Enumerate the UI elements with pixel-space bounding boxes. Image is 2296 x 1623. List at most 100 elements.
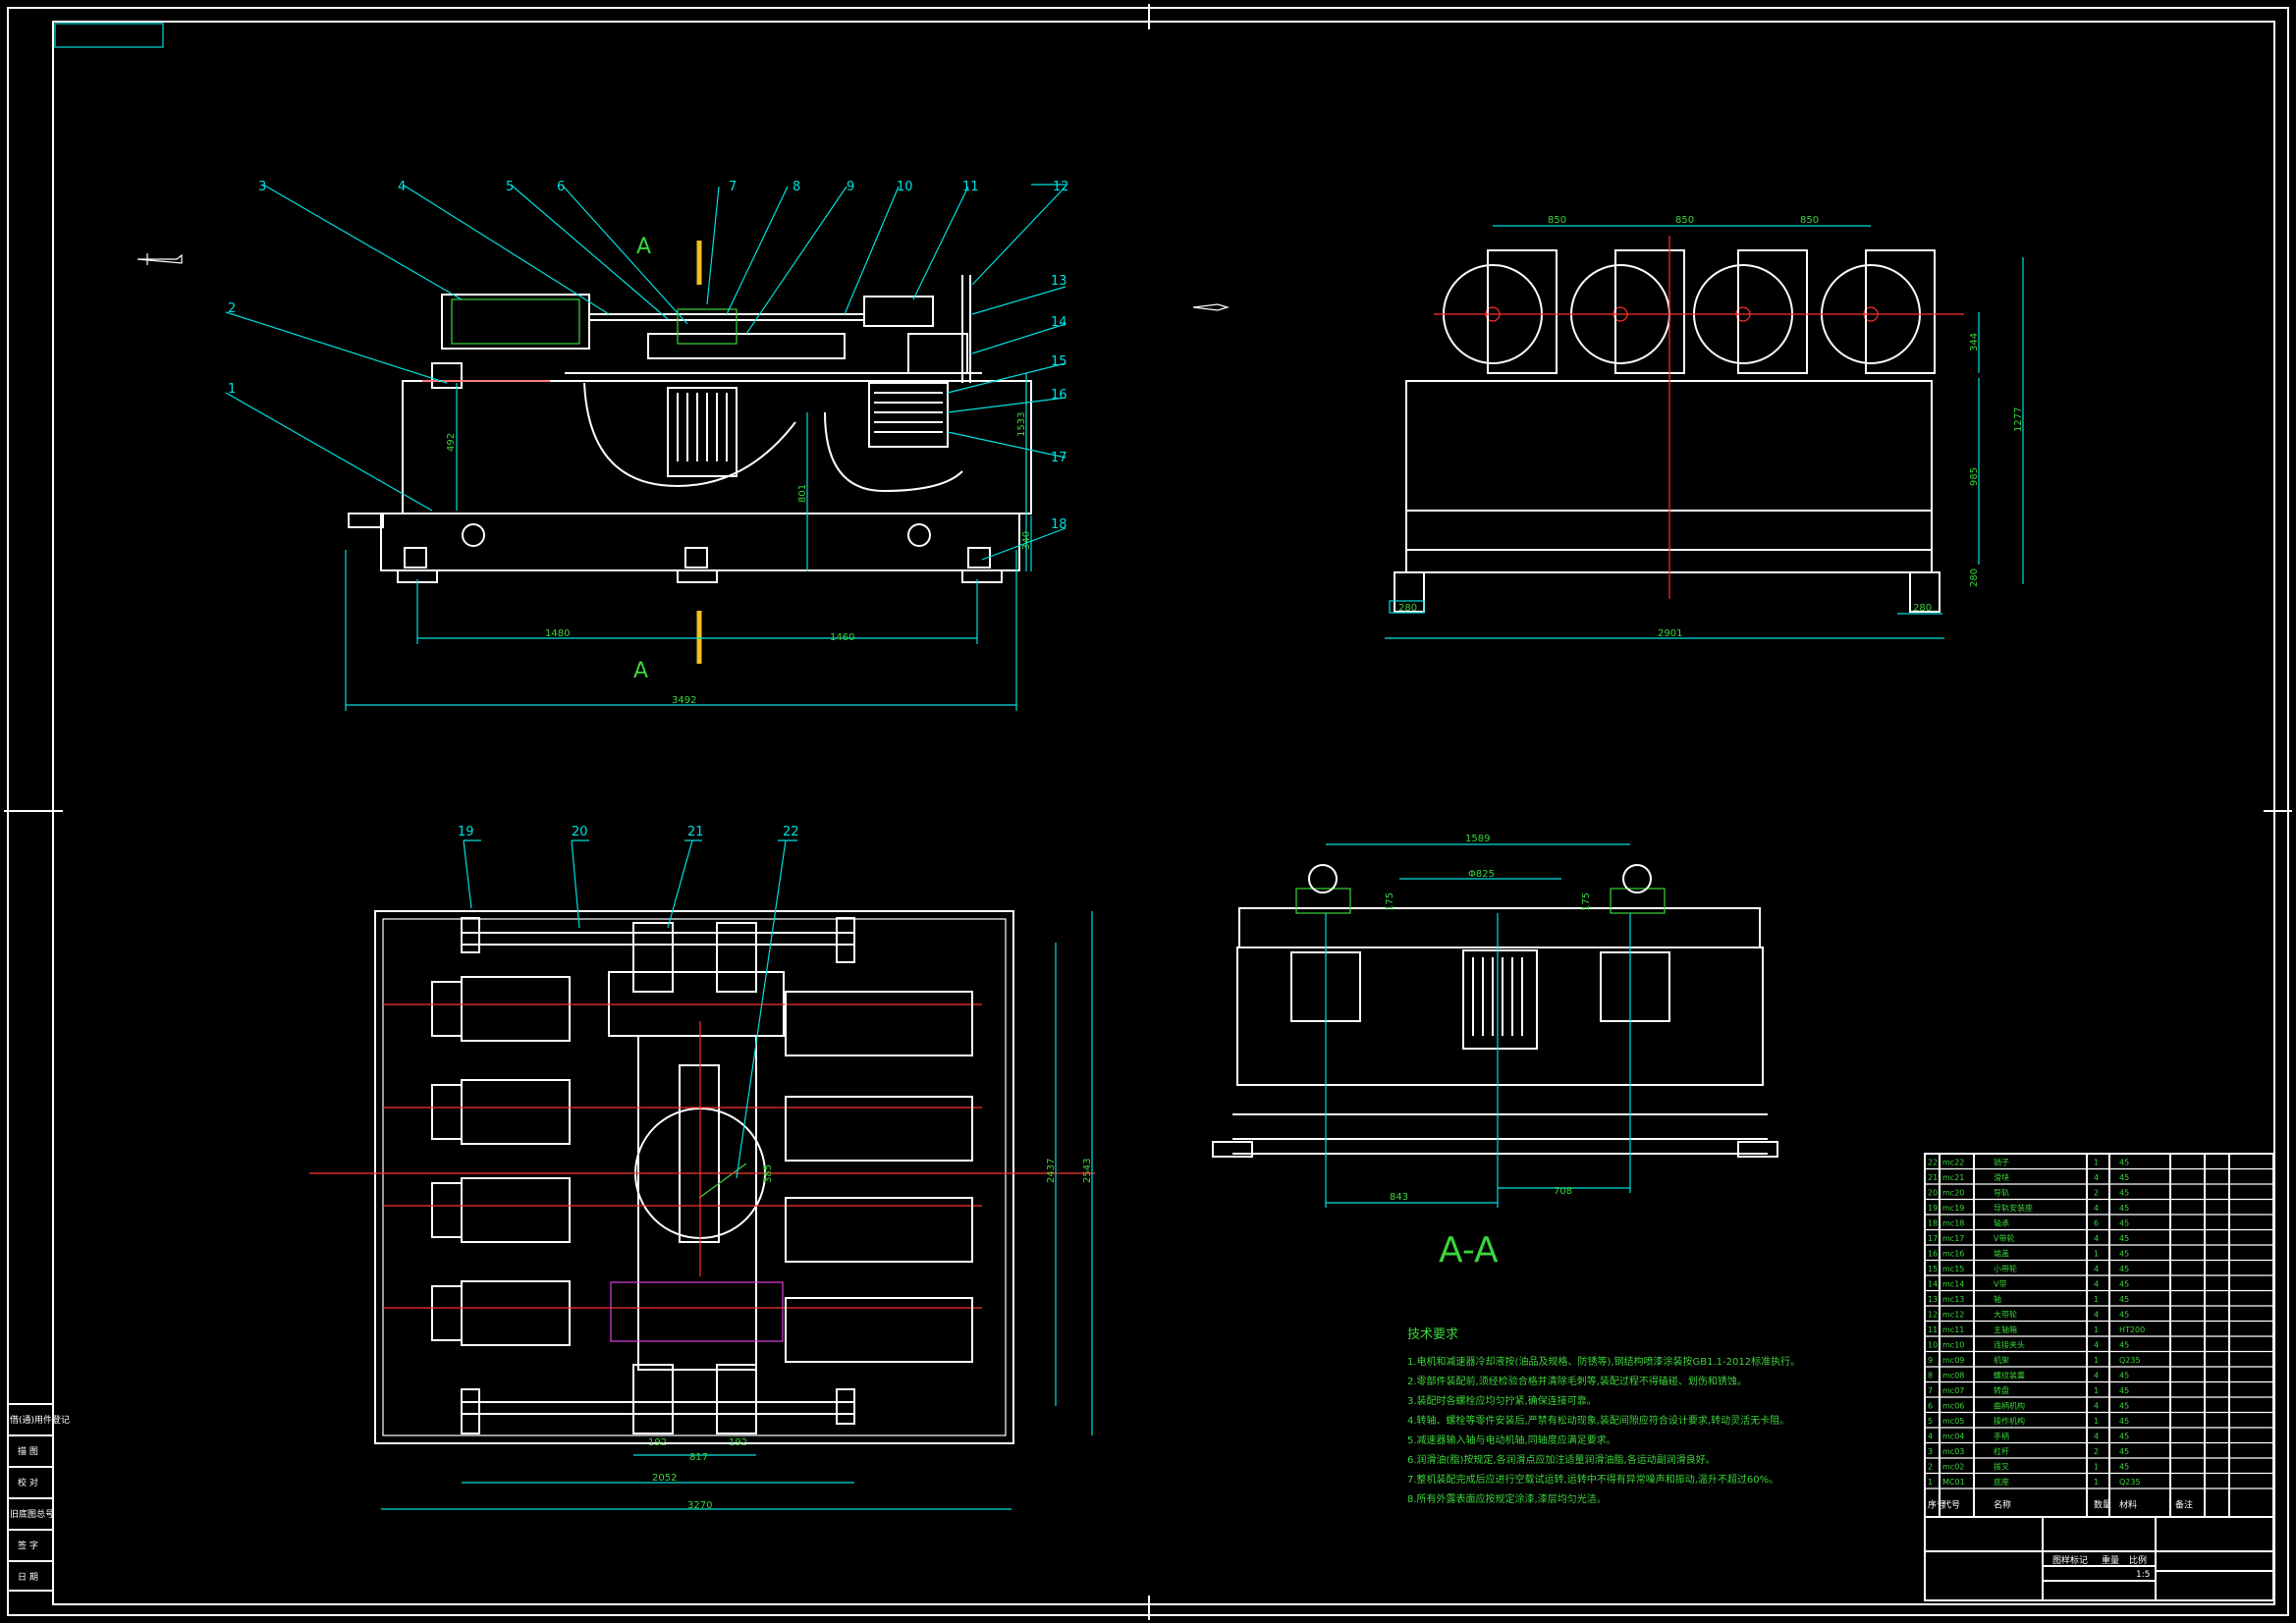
symbol-left [137,253,183,265]
tech-req-item-6: 6.润滑油(脂)按规定,各润滑点应加注适量润滑油脂,各运动副润滑良好。 [1407,1453,1716,1466]
bom-cell: 1 [2094,1386,2099,1395]
bom-header-cell: 序号 [1928,1499,1945,1511]
balloon-15: 15 [1051,354,1067,369]
dim-sec-top: 1589 [1465,834,1490,844]
dim-side-v1: 344 [1969,333,1980,352]
bom-cell: 滑块 [1994,1172,2009,1182]
dim-plan-1: 3270 [687,1500,712,1511]
balloon-19: 19 [458,825,474,839]
plan-texts: 19 20 21 22 3270 2052 817 192 192 2437 2… [458,825,1093,1511]
bom-cell: V带轮 [1994,1233,2014,1243]
dim-side-v4: 280 [1969,568,1980,587]
bom-cell: mc13 [1942,1295,1964,1304]
bom-cell: 45 [2119,1295,2129,1304]
bom-cell: 22 [1928,1159,1938,1167]
bom-cell: 4 [2094,1265,2099,1273]
bom-cell: mc10 [1942,1341,1964,1350]
bom-cell: mc04 [1942,1433,1964,1441]
balloon-21: 21 [687,825,704,839]
bom-cell: mc21 [1942,1173,1964,1182]
dim-sec-v1: 175 [1385,893,1395,911]
tech-req-item-7: 7.整机装配完成后应进行空载试运转,运转中不得有异常噪声和振动,温升不超过60%… [1407,1473,1778,1486]
section-mark-bottom: A [633,659,648,683]
balloon-11: 11 [962,180,979,194]
bom-cell: 10 [1928,1341,1938,1350]
bom-cell: mc14 [1942,1280,1964,1289]
bom-cell: 端盖 [1994,1249,2009,1259]
dim-front-v1: 492 [446,433,457,452]
bom-cell: 轴 [1994,1294,2001,1304]
bom-cell: 操作机构 [1994,1416,2025,1426]
bom-cell: 4 [2094,1372,2099,1380]
bom-cell: 拨叉 [1994,1462,2009,1472]
balloon-5: 5 [506,180,514,194]
balloon-4: 4 [398,180,406,194]
dim-sec-b2: 708 [1554,1186,1572,1197]
balloon-17: 17 [1051,451,1067,465]
tech-req-item-1: 1.电机和减速器冷却液按(油品及规格、防锈等),钢结构喷漆涂装按GB1.1-20… [1407,1355,1800,1368]
bom-cell: 4 [2094,1234,2099,1243]
bom-cell: mc15 [1942,1265,1964,1273]
bom-cell: mc12 [1942,1311,1964,1320]
strip-label-6: 日 期 [18,1572,38,1583]
tech-req-title: 技术要求 [1407,1327,1458,1342]
symbol-mid [1192,303,1230,311]
bom-cell: 45 [2119,1402,2129,1411]
technical-requirements: 技术要求 1.电机和减速器冷却液按(油品及规格、防锈等),钢结构喷漆涂装按GB1… [1407,1327,1800,1505]
bom-cell: 4 [2094,1173,2099,1182]
bom-cell: 销子 [1994,1158,2009,1167]
title-block-scale-label: 比例 [2129,1554,2147,1566]
clamp-unit-3 [383,1177,982,1263]
bom-cell: 导轨安装座 [1994,1203,2033,1213]
bom-cell: 导轨 [1994,1188,2009,1198]
balloon-1: 1 [228,382,236,397]
dim-sec-b1: 843 [1390,1192,1408,1203]
bom-cell: 19 [1928,1204,1938,1213]
dim-plan-3: 817 [689,1452,708,1463]
bom-cell: 17 [1928,1234,1938,1243]
bom-cell: 6 [2094,1219,2099,1228]
balloon-3: 3 [258,180,266,194]
bom-cell: mc16 [1942,1250,1964,1259]
bom-cell: 4 [2094,1341,2099,1350]
bom-cell: 8 [1928,1372,1933,1380]
dim-plan-c1: 385 [763,1164,774,1183]
bom-cell: mc20 [1942,1189,1964,1198]
bom-cell: 45 [2119,1250,2129,1259]
bom-cell: 45 [2119,1417,2129,1426]
section-texts: 1589 Φ825 843 708 175 175 A-A [1385,834,1592,1271]
bom-cell: mc22 [1942,1159,1964,1167]
left-record-strip: 借(通)用件登记 描 图 校 对 旧底图总号 签 字 日 期 [7,1403,70,1592]
bom-cell: mc18 [1942,1219,1964,1228]
strip-label-5: 签 字 [18,1540,38,1551]
bom-cell: 13 [1928,1295,1938,1304]
plan-view [309,839,1095,1510]
bom-cell: 45 [2119,1280,2129,1289]
balloon-16: 16 [1051,388,1067,403]
bom-cell: 45 [2119,1234,2129,1243]
bom-cell: mc06 [1942,1402,1964,1411]
bom-header-cell: 备注 [2175,1499,2193,1511]
bom-cell: 45 [2119,1173,2129,1182]
bom-cell: 45 [2119,1189,2129,1198]
dim-plan-4: 192 [648,1437,667,1448]
bom-cell: HT200 [2119,1325,2145,1334]
balloon-13: 13 [1051,274,1067,289]
bom-cell: 45 [2119,1311,2129,1320]
bom-cell: 转盘 [1994,1385,2009,1395]
bom-cell: 45 [2119,1433,2129,1441]
bom-cell: 1 [2094,1250,2099,1259]
tech-req-item-4: 4.转轴、螺栓等零件安装后,严禁有松动现象,装配间隙应符合设计要求,转动灵活无卡… [1407,1414,1789,1427]
bom-cell: 21 [1928,1173,1938,1182]
bom-cell: 45 [2119,1386,2129,1395]
bom-cell: 5 [1928,1417,1933,1426]
bom-cell: 1 [2094,1417,2099,1426]
title-block-mark: 图样标记 [2052,1554,2088,1566]
bom-cell: Q235 [2119,1356,2141,1365]
title-block-scale: 1:5 [2136,1570,2150,1580]
dim-sec-mid: Φ825 [1468,869,1495,880]
dim-side-v2: 1277 [2013,407,2024,432]
bom-cell: mc19 [1942,1204,1964,1213]
bill-of-materials [1924,1153,2274,1601]
bom-cell: 1 [2094,1463,2099,1472]
